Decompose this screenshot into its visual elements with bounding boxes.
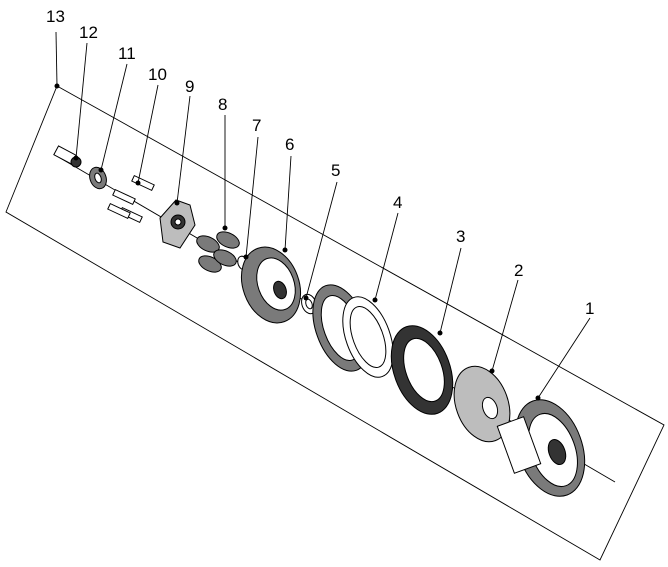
part-6-clutch-center bbox=[241, 246, 301, 324]
part-1-clutch-housing bbox=[496, 399, 586, 497]
callout-1: 1 bbox=[585, 299, 594, 318]
callout-10: 10 bbox=[148, 65, 167, 84]
callout-7: 7 bbox=[252, 116, 261, 135]
part-8-springs bbox=[196, 231, 240, 273]
callout-6: 6 bbox=[285, 135, 294, 154]
part-4-clutch-plates bbox=[312, 284, 394, 378]
part-9-pressure-plate bbox=[159, 199, 196, 249]
callout-2: 2 bbox=[514, 261, 523, 280]
part-10-bolts bbox=[107, 174, 155, 224]
part-11-bearing bbox=[89, 166, 107, 190]
callout-13: 13 bbox=[46, 7, 65, 26]
leader-lines bbox=[55, 31, 591, 399]
part-12-bolt bbox=[53, 145, 82, 168]
part-3-friction-disc bbox=[390, 325, 454, 415]
callout-8: 8 bbox=[218, 95, 227, 114]
callout-3: 3 bbox=[456, 227, 465, 246]
callout-4: 4 bbox=[393, 193, 402, 212]
callout-5: 5 bbox=[331, 161, 340, 180]
part-2-pressure-disc bbox=[453, 365, 511, 443]
leader-dots bbox=[54, 83, 541, 401]
callout-11: 11 bbox=[118, 44, 136, 63]
assembly-frame bbox=[5, 85, 665, 561]
callout-12: 12 bbox=[79, 23, 98, 42]
callout-9: 9 bbox=[185, 77, 194, 96]
